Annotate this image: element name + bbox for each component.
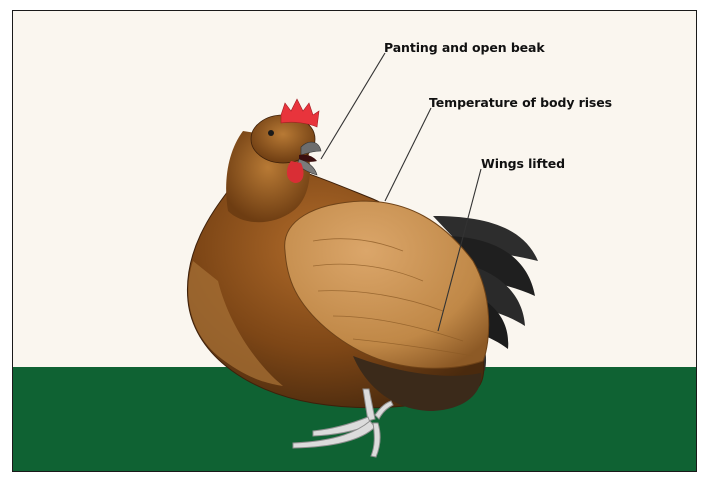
label-temperature: Temperature of body rises [429, 95, 612, 110]
wattle [287, 161, 304, 183]
leader-line-temperature [385, 108, 431, 201]
label-panting: Panting and open beak [384, 40, 545, 55]
eye-icon [268, 130, 274, 136]
illustration-frame: Panting and open beak Temperature of bod… [12, 10, 697, 472]
label-wings: Wings lifted [481, 156, 565, 171]
hen-illustration [13, 11, 696, 471]
leader-line-panting [321, 53, 385, 159]
